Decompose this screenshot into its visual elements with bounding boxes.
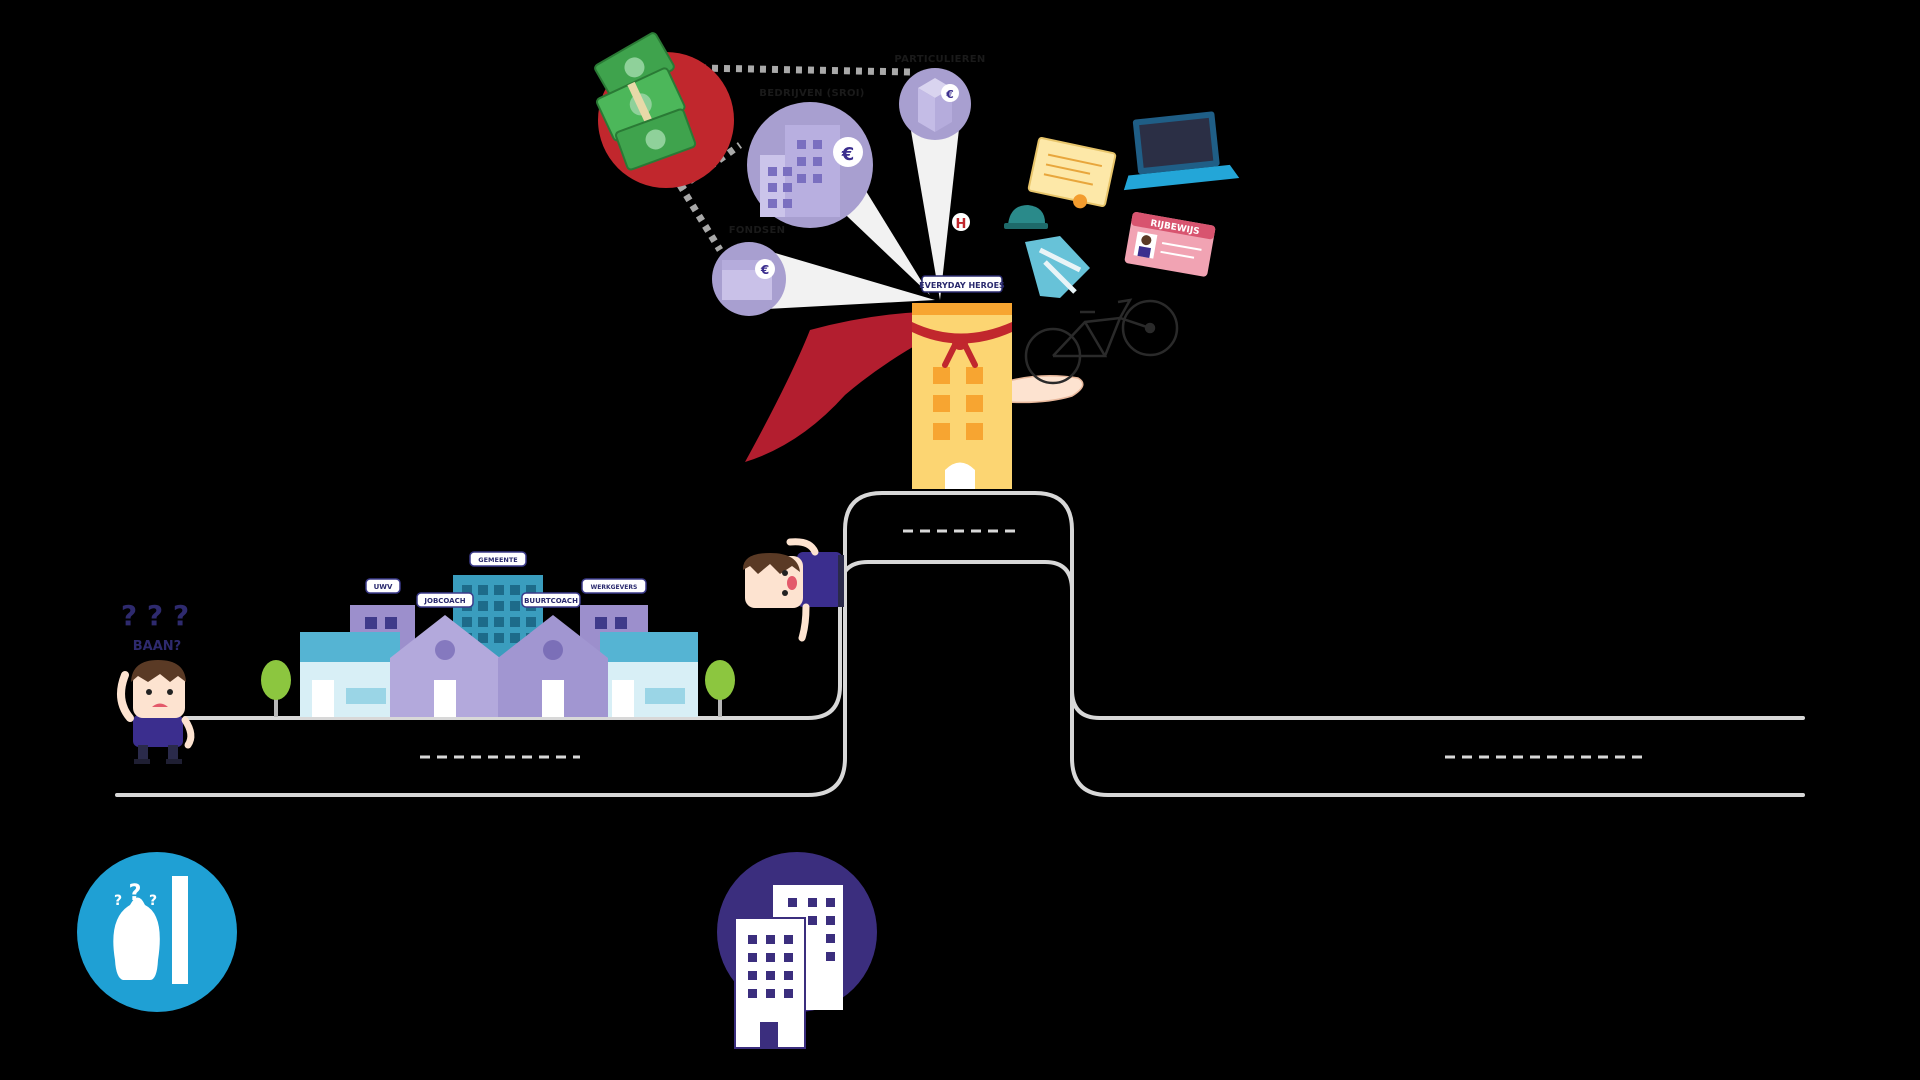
label-fondsen: FONDSEN: [729, 225, 786, 236]
question-marks: ? ? ?: [121, 599, 189, 632]
laptop-icon: [1123, 111, 1240, 191]
sign-gemeente: GEMEENTE: [469, 551, 527, 567]
funder-particulieren: PARTICULIEREN €: [894, 54, 985, 140]
sign-buurtcoach-text: BUURTCOACH: [524, 597, 578, 605]
climbing-person: [742, 538, 844, 642]
tree-left: [261, 660, 291, 717]
road-dashes: [420, 529, 1645, 759]
funder-bedrijven: BEDRIJVEN (SROI) €: [747, 88, 873, 228]
sign-jobcoach-text: JOBCOACH: [423, 597, 465, 605]
sign-jobcoach: JOBCOACH: [416, 592, 474, 608]
qmark-glyphs: ?: [129, 881, 142, 906]
hospital-icon: H: [952, 213, 970, 232]
safety-helmet-vest-icon: [1004, 205, 1090, 298]
diploma-icon: [1027, 137, 1117, 209]
euro-icon: €: [760, 263, 769, 277]
sign-uwv: UWV: [365, 578, 401, 594]
question-text: BAAN?: [133, 639, 181, 654]
sign-werkgevers: WERKGEVERS: [581, 578, 647, 594]
confused-person: ? ? ? BAAN?: [117, 599, 195, 764]
hero-building: EVERYDAY HEROES: [745, 275, 1084, 489]
sign-gemeente-text: GEMEENTE: [478, 556, 517, 564]
qmark-glyphs-small: ?: [114, 893, 122, 909]
label-bedrijven: BEDRIJVEN (SROI): [759, 88, 864, 99]
euro-icon: €: [841, 144, 855, 165]
label-everyday-heroes: EVERYDAY HEROES: [919, 281, 1005, 290]
drivers-license-icon: RIJBEWIJS: [1124, 212, 1216, 277]
funder-fondsen: FONDSEN €: [712, 225, 786, 316]
confused-person-icon: ? ? ?: [77, 852, 237, 1012]
road: [115, 491, 1805, 797]
qmark-glyphs-small-right: ?: [149, 893, 157, 909]
label-particulieren: PARTICULIEREN: [894, 54, 985, 65]
bicycle-icon: [1024, 298, 1179, 385]
hospital-letter: H: [956, 217, 967, 232]
tree-right: [705, 660, 735, 717]
cash-bundle-icon: [594, 32, 734, 188]
sign-uwv-text: UWV: [374, 583, 393, 591]
sign-werkgevers-text: WERKGEVERS: [591, 584, 638, 591]
euro-icon: €: [945, 88, 954, 101]
office-buildings-icon: [717, 852, 877, 1049]
town-buildings: UWV JOBCOACH GEMEENTE BUURTCOACH WERKGEV…: [261, 551, 735, 717]
sign-buurtcoach: BUURTCOACH: [521, 592, 581, 608]
